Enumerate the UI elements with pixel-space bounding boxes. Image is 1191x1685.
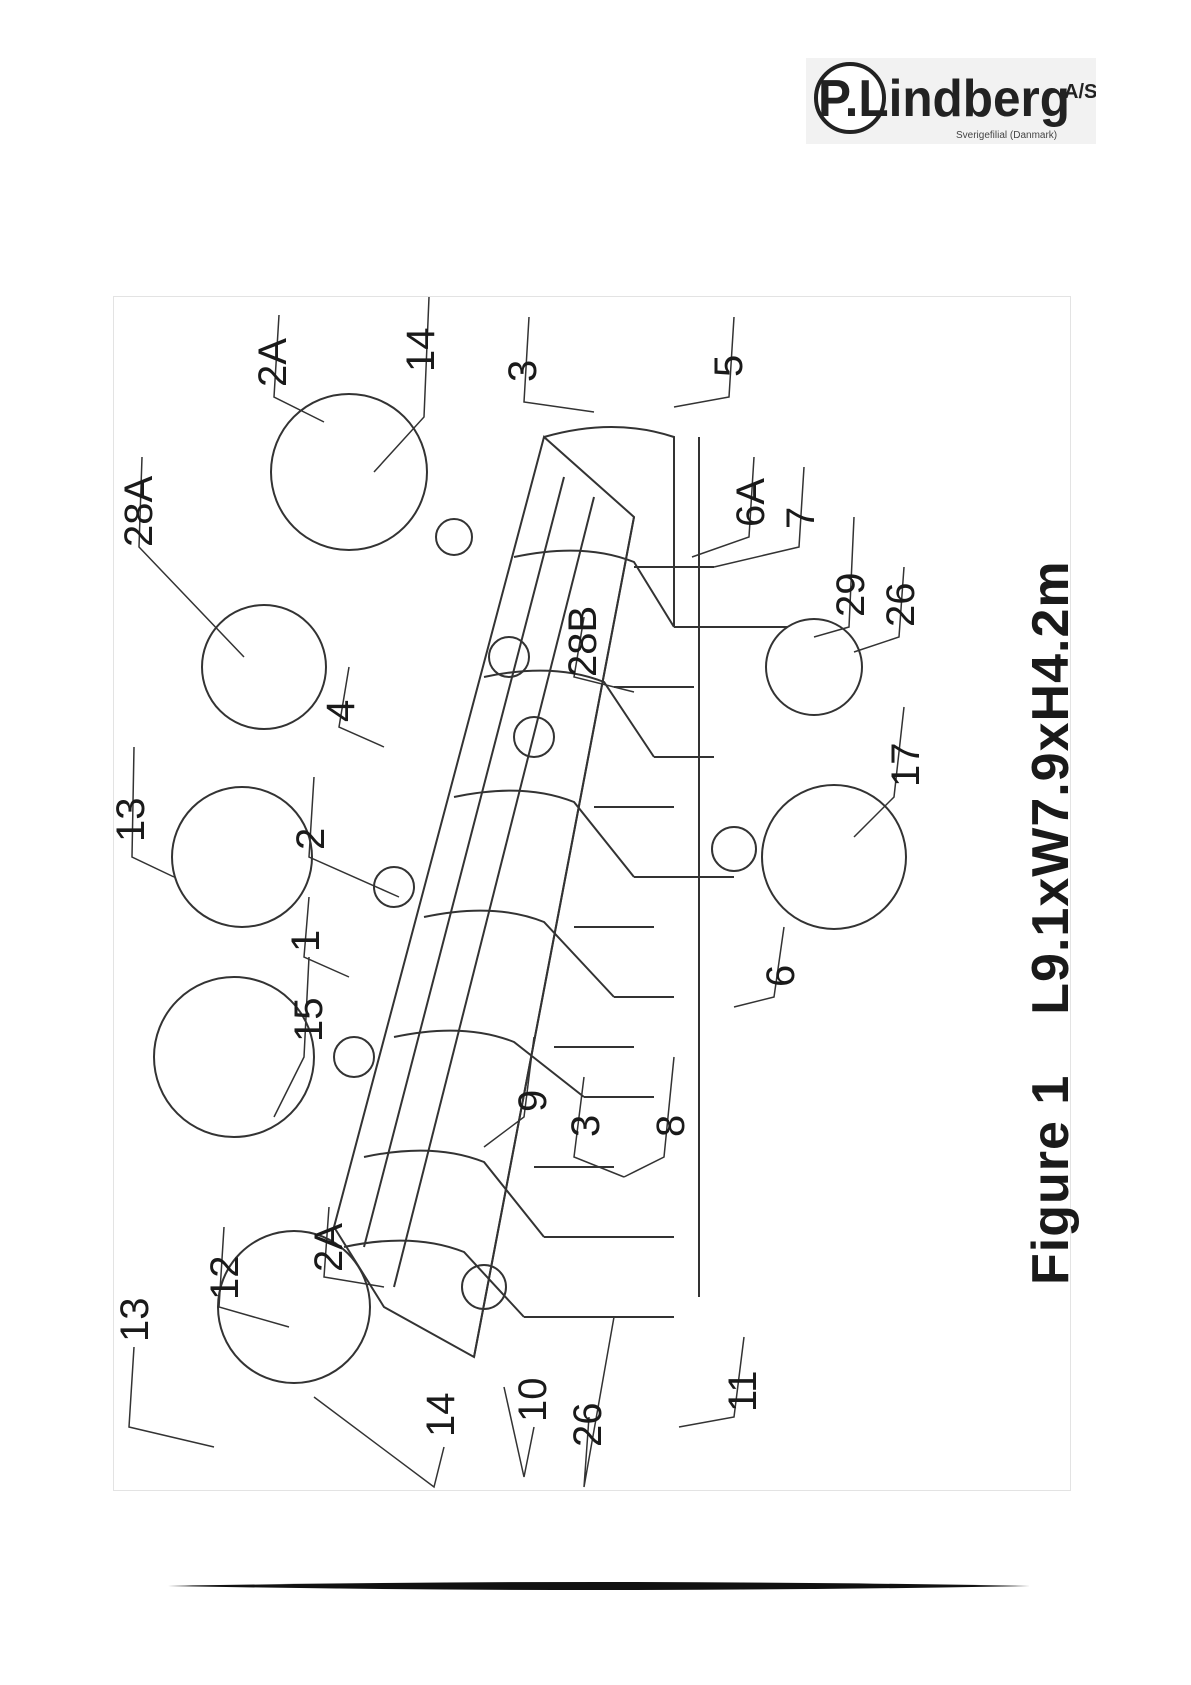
callout-28B: 28B <box>561 606 605 677</box>
company-logo: P.Lindberg A/S Sverigefilial (Danmark) <box>806 58 1096 144</box>
detail-circle-top <box>271 394 427 550</box>
callout-14-top: 14 <box>399 328 443 373</box>
callout-29: 29 <box>829 573 873 618</box>
callout-2A-top: 2A <box>251 338 295 387</box>
callout-14-low: 14 <box>419 1393 463 1438</box>
detail-circle-28A <box>202 605 326 729</box>
assembly-figure: 2A 14 3 5 28A 6A 7 29 26 28B 4 17 13 2 1… <box>113 296 1071 1491</box>
callout-5: 5 <box>707 355 751 377</box>
callout-3-mid: 3 <box>564 1115 608 1137</box>
callout-7: 7 <box>779 507 823 529</box>
svg-text:Sverigefilial (Danmark): Sverigefilial (Danmark) <box>956 130 1057 141</box>
callout-10: 10 <box>511 1378 555 1423</box>
svg-text:A/S: A/S <box>1064 81 1096 103</box>
callout-26-right: 26 <box>879 583 923 628</box>
callout-15: 15 <box>287 998 331 1043</box>
callout-12: 12 <box>203 1256 247 1301</box>
callout-2A-low: 2A <box>307 1223 351 1272</box>
callout-13-low: 13 <box>114 1298 157 1343</box>
callout-4: 4 <box>319 700 363 722</box>
figure-caption: Figure 1 L9.1xW7.9xH4.2m <box>1021 560 1081 1285</box>
callout-13-mid: 13 <box>114 798 153 843</box>
callout-26-low: 26 <box>566 1403 610 1448</box>
svg-text:P.Lindberg: P.Lindberg <box>818 70 1070 128</box>
callout-11: 11 <box>721 1370 765 1412</box>
callout-6: 6 <box>759 965 803 987</box>
callout-2: 2 <box>289 828 333 850</box>
callout-6A: 6A <box>729 478 773 527</box>
callout-28A: 28A <box>117 476 161 547</box>
callout-9: 9 <box>511 1090 555 1112</box>
callout-8: 8 <box>649 1115 693 1137</box>
callout-3-top: 3 <box>501 360 545 382</box>
frame-drawing: 2A 14 3 5 28A 6A 7 29 26 28B 4 17 13 2 1… <box>114 297 1070 1490</box>
caption-prefix: Figure 1 <box>1021 1075 1081 1285</box>
caption-dimensions: L9.1xW7.9xH4.2m <box>1021 560 1081 1014</box>
detail-circle-13 <box>172 787 312 927</box>
callout-17: 17 <box>884 743 928 788</box>
callout-1: 1 <box>284 930 328 952</box>
detail-circle-29 <box>766 619 862 715</box>
